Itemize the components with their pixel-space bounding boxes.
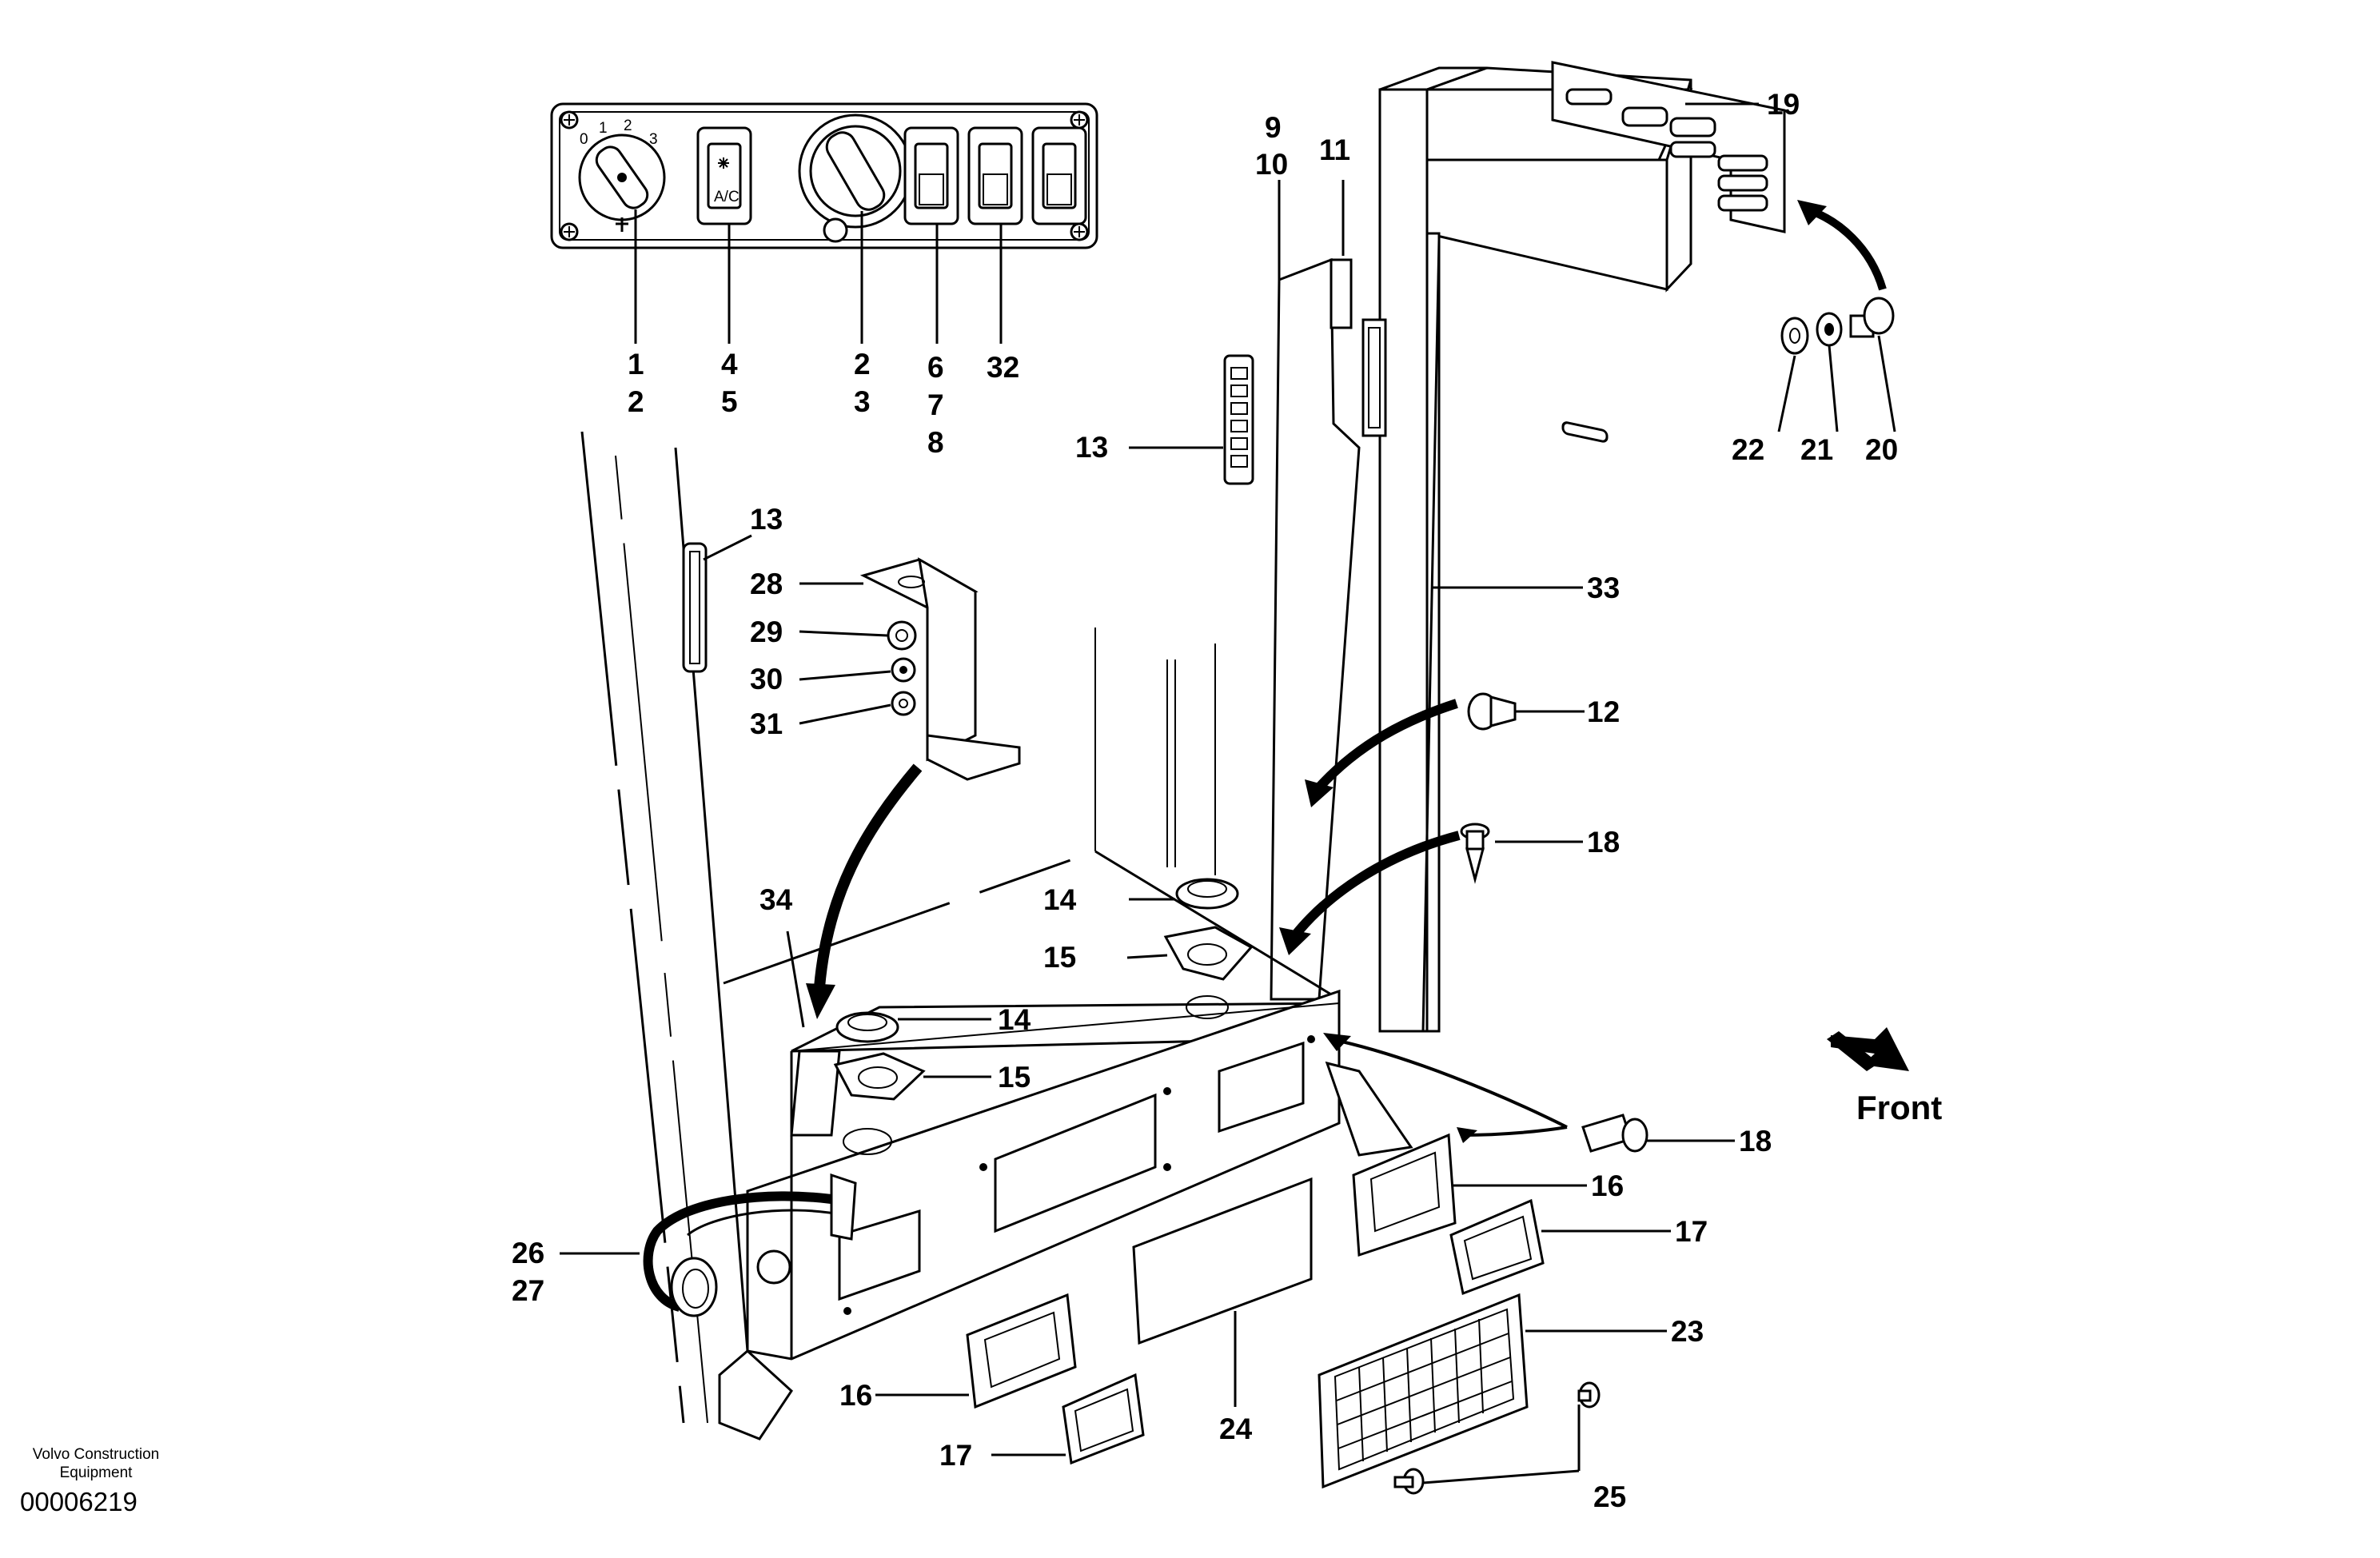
- callout-15-left: 15: [998, 1061, 1031, 1094]
- plate-16b-icon: [966, 1293, 1077, 1409]
- dial-mark-3: 3: [649, 131, 658, 148]
- callout-21: 21: [1800, 433, 1833, 466]
- drawing-number: 00006219: [20, 1487, 138, 1516]
- switch-panel: 0 1 2 3 A/C: [550, 102, 1098, 344]
- callout-19: 19: [1767, 88, 1800, 121]
- callout-label: 3: [854, 385, 871, 418]
- callout-label: 26: [512, 1237, 544, 1269]
- callout-1-2: 1 2: [628, 348, 644, 418]
- front-direction-label: Front: [1856, 1089, 1942, 1126]
- callout-17-left: 17: [939, 1439, 972, 1472]
- fan-speed-knob-icon: 0 1 2 3: [578, 118, 666, 232]
- grommet-14-icon: [835, 878, 1239, 1043]
- screw-18b-icon: [1581, 1114, 1648, 1153]
- callout-34: 34: [759, 883, 793, 916]
- callout-13-top: 13: [1075, 431, 1108, 464]
- callout-18-top: 18: [1587, 826, 1620, 859]
- dial-mark-1: 1: [599, 120, 608, 137]
- dial-mark-0: 0: [580, 131, 588, 148]
- cover-panel-24-icon: [1132, 1177, 1313, 1345]
- screw-25-icon: [1393, 1381, 1601, 1495]
- callout-33: 33: [1587, 572, 1620, 604]
- roof-duct: [1378, 66, 1693, 1033]
- left-front-post: [580, 431, 749, 1424]
- callout-11: 11: [1319, 133, 1350, 166]
- curved-arrow-icon: [806, 763, 923, 1019]
- callout-22: 22: [1732, 433, 1764, 466]
- callout-15-right: 15: [1043, 941, 1076, 974]
- curved-arrow-icon: [1805, 205, 1887, 291]
- callout-30: 30: [750, 663, 783, 695]
- callout-12: 12: [1587, 695, 1620, 728]
- fastener-set-icon: [1780, 297, 1895, 355]
- callout-label: 2: [628, 385, 644, 418]
- callout-25: 25: [1593, 1480, 1626, 1513]
- callout-label: 10: [1255, 148, 1288, 181]
- callout-23: 23: [1671, 1315, 1704, 1348]
- front-arrow-icon: [1827, 1027, 1909, 1071]
- company-name-line1: Volvo Construction: [33, 1446, 159, 1463]
- callout-16-right: 16: [1591, 1169, 1624, 1202]
- callout-16-left: 16: [839, 1379, 872, 1412]
- callout-13-left: 13: [750, 503, 783, 536]
- callout-2-3: 2 3: [854, 348, 871, 418]
- callout-31: 31: [750, 707, 783, 740]
- callout-6-7-8: 6 7 8: [927, 351, 944, 459]
- callout-label: 8: [927, 426, 944, 459]
- callout-label: 4: [721, 348, 738, 381]
- callout-14-left: 14: [998, 1003, 1031, 1036]
- callout-17-right: 17: [1675, 1215, 1708, 1248]
- callout-9-10: 9 10: [1255, 111, 1288, 181]
- callout-label: 1: [628, 348, 644, 381]
- callout-4-5: 4 5: [721, 348, 738, 418]
- plate-15-icon: [833, 926, 1254, 1155]
- callout-label: 2: [854, 348, 871, 381]
- callout-32: 32: [987, 351, 1019, 384]
- screw-18-icon: [1460, 823, 1490, 884]
- ac-switch-icon: A/C: [696, 126, 752, 225]
- grille-17b-icon: [1062, 1373, 1145, 1465]
- callout-20: 20: [1865, 433, 1898, 466]
- bracket-28: [859, 557, 1021, 781]
- callout-28: 28: [750, 568, 783, 600]
- large-grille-23-icon: [1318, 1293, 1529, 1489]
- side-vent-13-icon: [1223, 354, 1254, 485]
- footer: Volvo Construction Equipment 00006219: [20, 1446, 159, 1516]
- callout-24: 24: [1219, 1413, 1253, 1445]
- grille-17-icon: [1449, 1198, 1545, 1296]
- handle-26-icon: [643, 1173, 857, 1317]
- callout-label: 6: [927, 351, 944, 384]
- callout-label: 27: [512, 1274, 544, 1307]
- rivet-12-icon: [1467, 692, 1517, 731]
- ac-switch-text: A/C: [714, 189, 740, 205]
- callout-18-lower: 18: [1739, 1125, 1772, 1158]
- rocker-switch-icon: [903, 126, 1087, 225]
- plate-16-icon: [1352, 1133, 1457, 1257]
- company-name-line2: Equipment: [60, 1464, 134, 1481]
- callout-26-27: 26 27: [512, 1237, 544, 1307]
- rear-left-post: [1270, 257, 1387, 1001]
- callout-29: 29: [750, 616, 783, 648]
- callout-label: 5: [721, 385, 738, 418]
- callout-label: 9: [1265, 111, 1282, 144]
- dial-mark-2: 2: [624, 118, 632, 134]
- callout-14-right: 14: [1043, 883, 1077, 916]
- callout-label: 7: [927, 389, 944, 421]
- console-box: [718, 628, 1413, 1440]
- temperature-knob-icon: [798, 114, 913, 243]
